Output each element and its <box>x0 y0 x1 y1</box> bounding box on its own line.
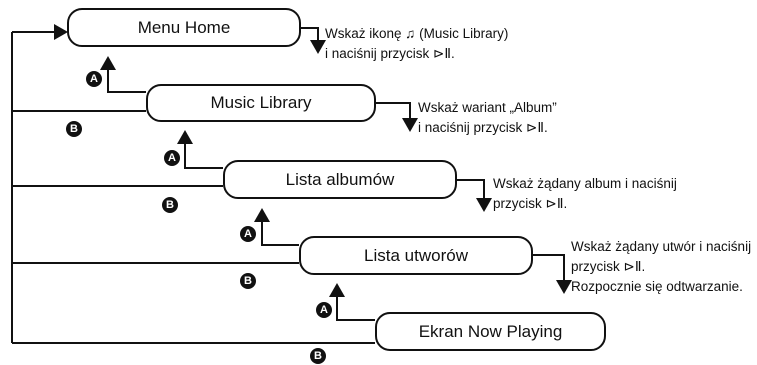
box-lista-utworow: Lista utworów <box>299 236 533 275</box>
instruction-line: Wskaż wariant „Album” <box>418 100 557 115</box>
instruction-line: przycisk ⊳Ⅱ. <box>571 259 646 274</box>
box-label: Lista utworów <box>364 245 468 265</box>
instruction-1: Wskaż ikonę ♫ (Music Library) i naciśnij… <box>325 24 508 64</box>
badge-b: B <box>66 121 82 137</box>
badge-b: B <box>310 348 326 364</box>
badge-b: B <box>162 197 178 213</box>
badge-b: B <box>240 273 256 289</box>
badge-a: A <box>316 302 332 318</box>
box-lista-albumow: Lista albumów <box>223 160 457 199</box>
box-now-playing: Ekran Now Playing <box>375 312 606 351</box>
instruction-line: przycisk ⊳Ⅱ. <box>493 196 568 211</box>
box-label: Lista albumów <box>285 169 395 189</box>
instruction-line: Rozpocznie się odtwarzanie. <box>571 279 743 294</box>
instruction-3: Wskaż żądany album i naciśnij przycisk ⊳… <box>493 174 677 214</box>
box-label: Ekran Now Playing <box>418 321 563 341</box>
badge-a: A <box>86 71 102 87</box>
box-label: Menu Home <box>137 17 231 37</box>
badge-a: A <box>164 150 180 166</box>
instruction-line: Wskaż żądany utwór i naciśnij <box>571 239 752 254</box>
box-label: Music Library <box>210 93 312 112</box>
instruction-line: i naciśnij przycisk ⊳Ⅱ. <box>325 46 455 61</box>
box-music-library: Music Library <box>146 84 376 122</box>
instruction-line: i naciśnij przycisk ⊳Ⅱ. <box>418 120 548 135</box>
box-menu-home: Menu Home <box>67 8 301 47</box>
instruction-line: Wskaż żądany album i naciśnij <box>493 176 677 191</box>
instruction-4: Wskaż żądany utwór i naciśnij przycisk ⊳… <box>571 237 751 297</box>
badge-a: A <box>240 226 256 242</box>
instruction-2: Wskaż wariant „Album” i naciśnij przycis… <box>418 98 557 138</box>
instruction-line: Wskaż ikonę ♫ (Music Library) <box>325 26 509 41</box>
